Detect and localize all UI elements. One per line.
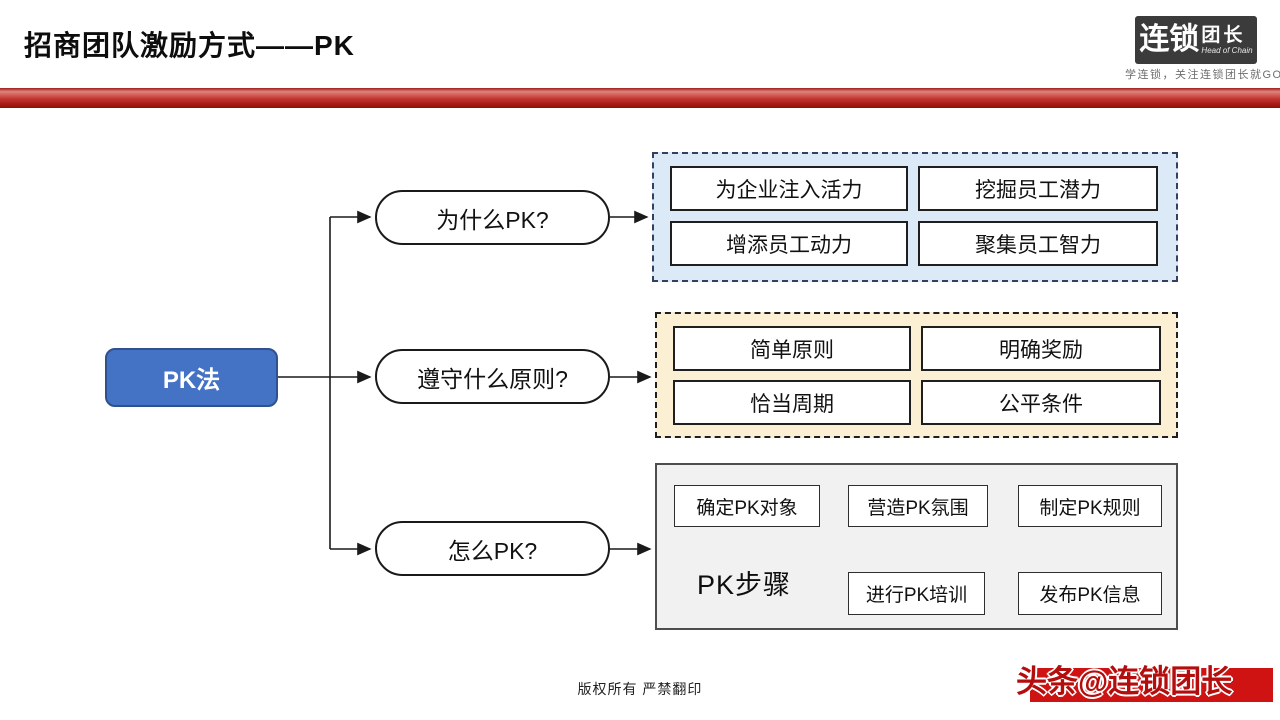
brand-logo: 连锁 团长 Head of Chain: [1135, 16, 1257, 64]
logo-text-secondary: 团长 Head of Chain: [1201, 24, 1253, 55]
logo-subtitle: Head of Chain: [1201, 45, 1253, 55]
answer-item: 聚集员工智力: [918, 221, 1158, 266]
watermark-text: 头条@连锁团长: [1016, 664, 1233, 699]
watermark-strip: [1030, 668, 1273, 702]
answer-item: 为企业注入活力: [670, 166, 908, 211]
watermark: 头条@连锁团长: [1010, 650, 1280, 710]
answer-item: 明确奖励: [921, 326, 1161, 371]
answer-item: 增添员工动力: [670, 221, 908, 266]
answer-item: 挖掘员工潜力: [918, 166, 1158, 211]
copyright-notice: 版权所有 严禁翻印: [577, 681, 703, 697]
step-node: 发布PK信息: [1018, 572, 1162, 615]
page-title: 招商团队激励方式——PK: [24, 30, 355, 61]
answer-item: 恰当周期: [673, 380, 911, 425]
question-node-principles: 遵守什么原则?: [375, 349, 610, 404]
divider-bar: [0, 88, 1280, 108]
answer-group-principles: 简单原则 明确奖励 恰当周期 公平条件: [655, 312, 1178, 438]
answer-group-why: 为企业注入活力 挖掘员工潜力 增添员工动力 聚集员工智力: [652, 152, 1178, 282]
question-node-how: 怎么PK?: [375, 521, 610, 576]
brand-tagline: 学连锁，关注连锁团长就GO: [1125, 69, 1280, 81]
question-node-why: 为什么PK?: [375, 190, 610, 245]
answer-item: 公平条件: [921, 380, 1161, 425]
step-node: 进行PK培训: [848, 572, 985, 615]
step-node: 制定PK规则: [1018, 485, 1162, 527]
answer-item: 简单原则: [673, 326, 911, 371]
answer-group-steps: PK步骤 确定PK对象 营造PK氛围 制定PK规则 发布PK信息 进行PK培训: [655, 463, 1178, 630]
logo-text-primary: 连锁: [1139, 23, 1200, 56]
root-node: PK法: [105, 348, 278, 407]
steps-group-label: PK步骤: [697, 570, 792, 600]
step-node: 营造PK氛围: [848, 485, 988, 527]
step-node: 确定PK对象: [674, 485, 820, 527]
